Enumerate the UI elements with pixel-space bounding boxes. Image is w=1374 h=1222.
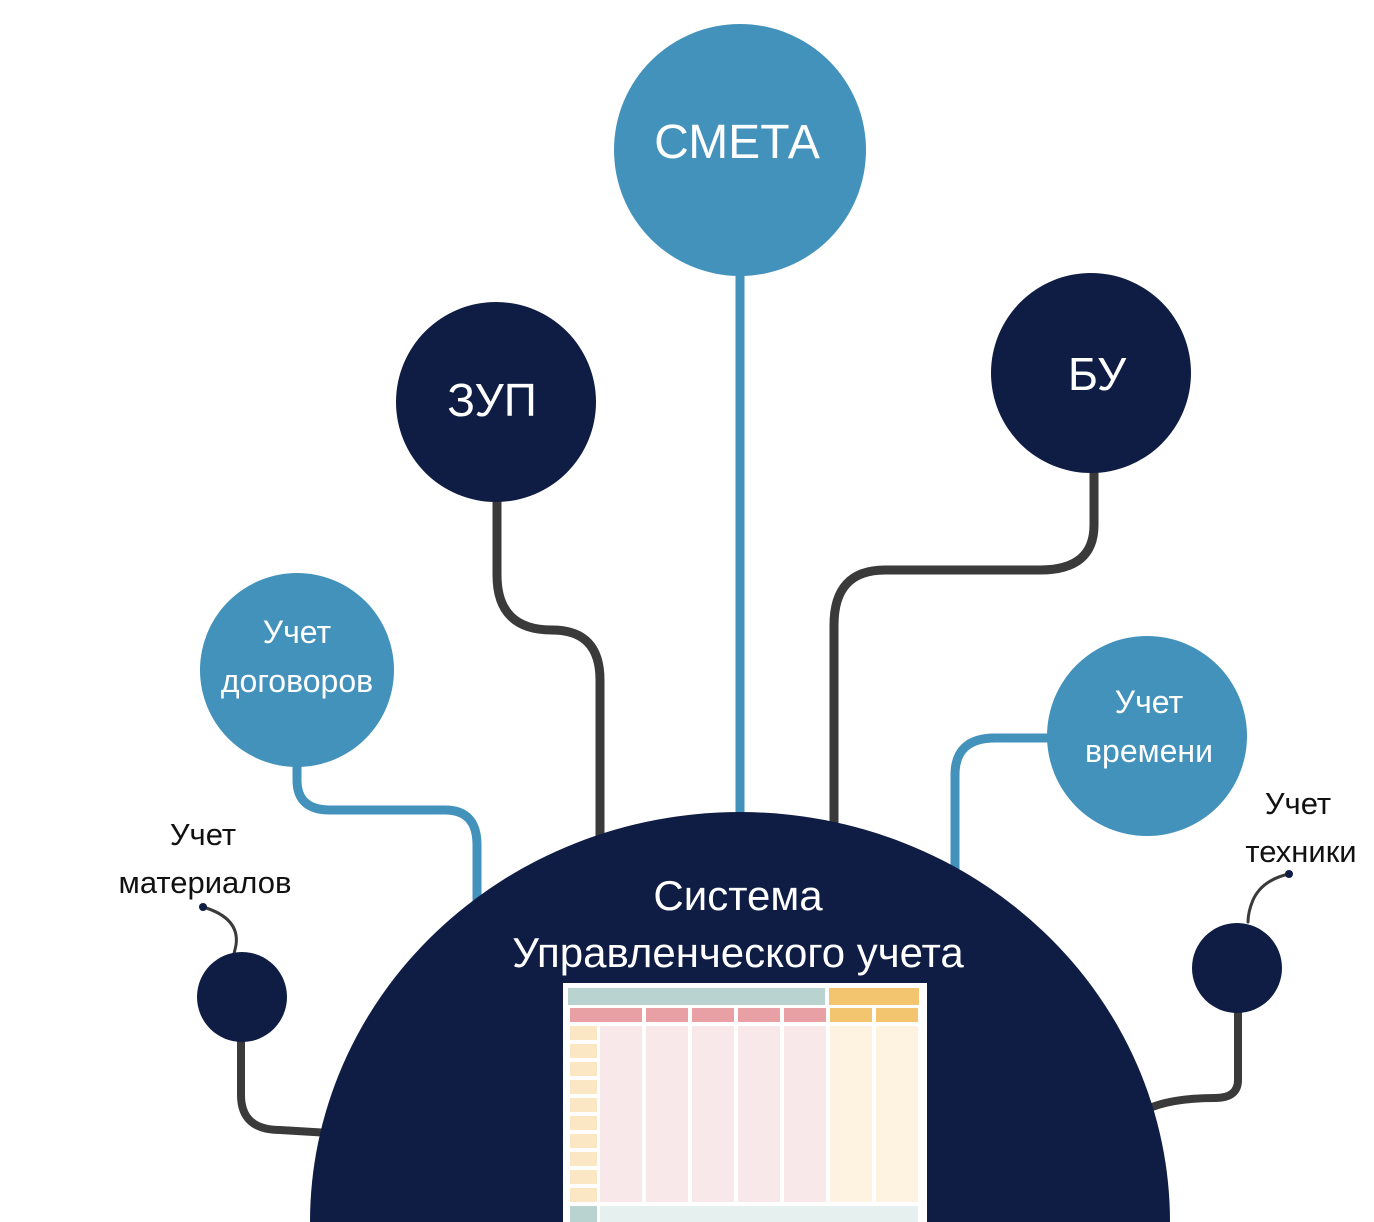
node-contracts: Учет договоров xyxy=(200,573,394,767)
node-smeta: СМЕТА xyxy=(614,24,866,276)
connector-equipment xyxy=(1141,1006,1242,1114)
spreadsheet-illustration xyxy=(563,983,927,1222)
pointer-equipment xyxy=(1246,872,1291,924)
hub-title-line2: Управленческого учета xyxy=(512,929,964,976)
connector-contracts xyxy=(292,760,482,905)
connector-bu xyxy=(829,465,1099,835)
node-time-line2: времени xyxy=(1085,733,1213,769)
central-hub: Система Управленческого учета xyxy=(310,812,1170,1222)
node-smeta-label: СМЕТА xyxy=(654,116,820,169)
node-time-line1: Учет xyxy=(1115,684,1184,720)
node-time: Учет времени xyxy=(1047,636,1247,836)
connector-time xyxy=(950,733,1057,885)
node-bu: БУ xyxy=(991,273,1191,473)
node-equipment-line1: Учет xyxy=(1265,786,1331,821)
connectors xyxy=(201,265,1291,1137)
connector-zup xyxy=(492,495,605,845)
node-materials-line2: материалов xyxy=(119,865,292,900)
pointer-dot-equipment xyxy=(1285,870,1293,878)
node-equipment-line2: техники xyxy=(1245,834,1356,869)
node-bu-label: БУ xyxy=(1068,348,1127,400)
hub-title-line1: Система xyxy=(653,872,823,919)
connector-materials xyxy=(237,1036,334,1137)
pointer-dot-materials xyxy=(199,903,207,911)
node-contracts-line2: договоров xyxy=(221,663,373,699)
node-equipment: Учет техники xyxy=(1192,786,1357,1013)
node-materials: Учет материалов xyxy=(119,817,292,1042)
node-materials-line1: Учет xyxy=(170,817,236,852)
node-zup: ЗУП xyxy=(396,302,596,502)
node-contracts-line1: Учет xyxy=(263,614,332,650)
node-zup-label: ЗУП xyxy=(447,374,537,426)
